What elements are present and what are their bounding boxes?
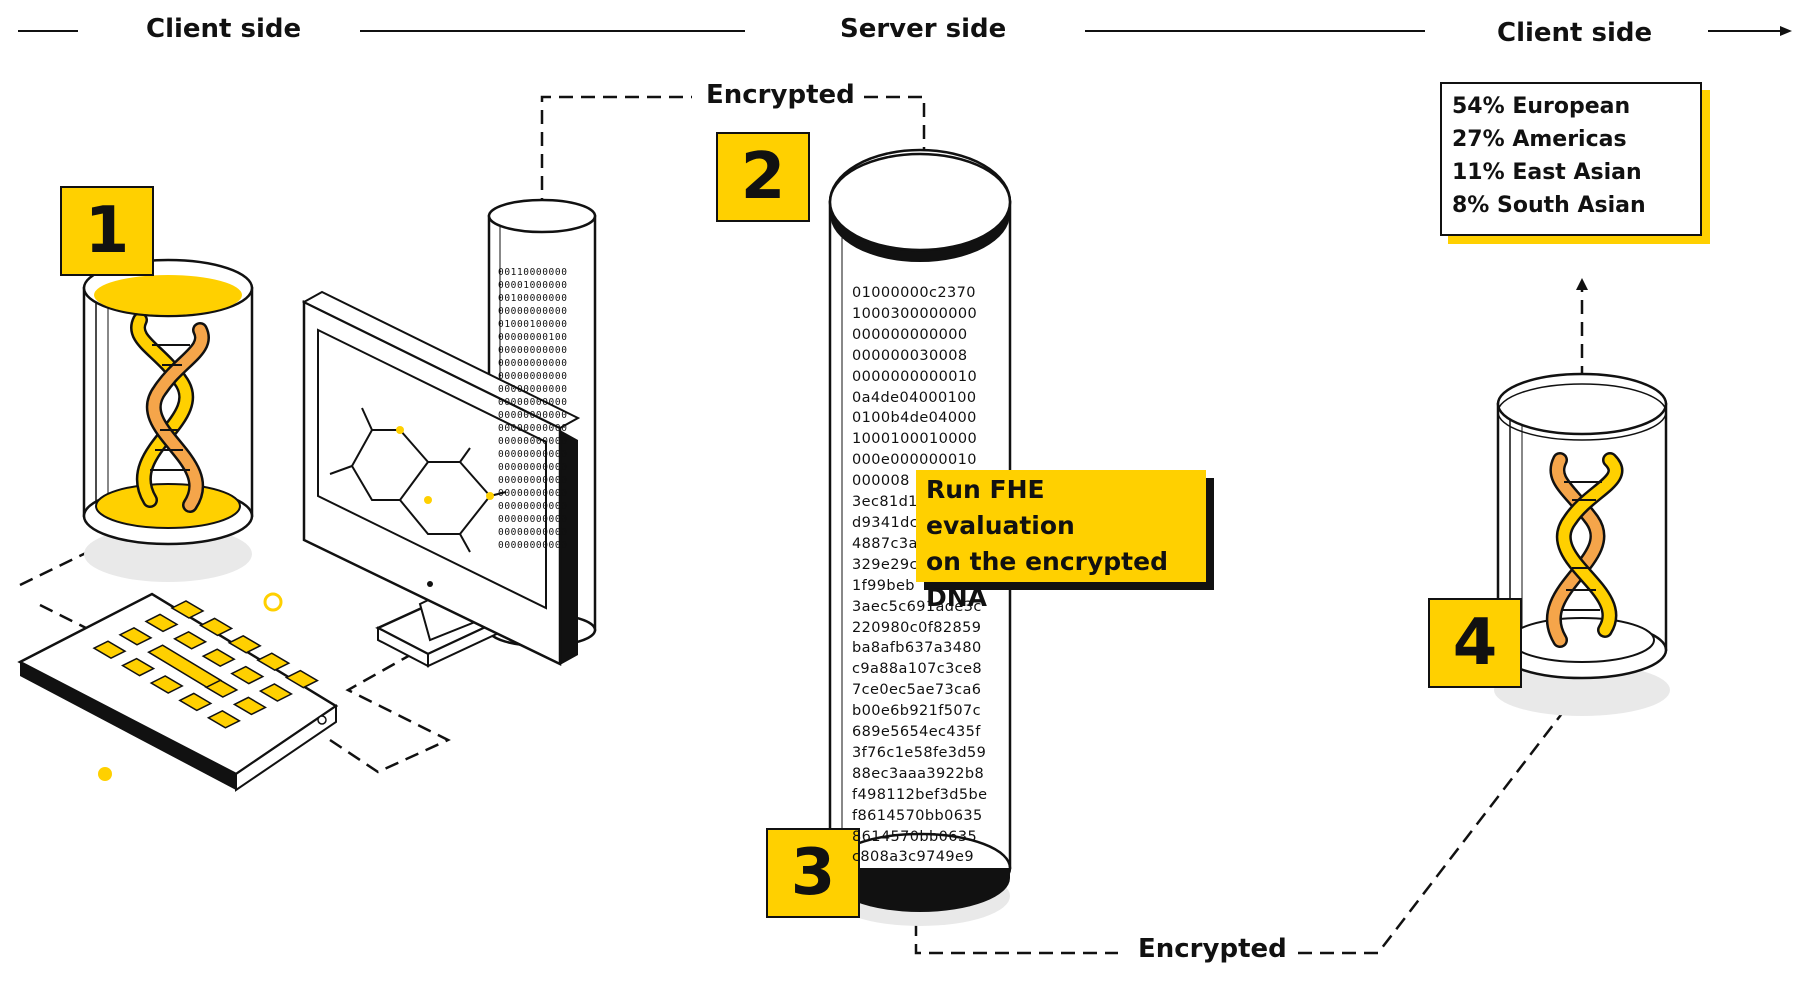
binary-line: 00000000000 — [498, 371, 568, 382]
keyboard — [17, 592, 339, 792]
hex-line: c808a3c9749e9 — [852, 849, 974, 866]
binary-line: 00000000000 — [498, 410, 568, 421]
keyboard-key — [144, 613, 179, 633]
keyboard-key — [201, 648, 236, 668]
binary-line: 00100000000 — [498, 293, 568, 304]
hex-line: 000000000000 — [852, 326, 968, 343]
hex-line: b00e6b921f507c — [852, 703, 982, 720]
hex-line: 3aec5c691ade3c — [852, 598, 982, 615]
header-client-left: Client side — [146, 14, 302, 44]
fhe-line-3: DNA — [926, 583, 988, 612]
binary-line: 00000000000 — [498, 384, 568, 395]
binary-line: 00000000000 — [498, 475, 568, 486]
binary-line: 00000000000 — [498, 462, 568, 473]
keyboard-spacebar — [147, 644, 223, 689]
dashed-connectors — [19, 95, 1584, 955]
hex-line: 1f99beb — [852, 577, 915, 594]
hex-line: d9341dc — [852, 514, 919, 531]
hex-line: 3ec81d1 — [852, 494, 918, 511]
decor-ring — [263, 592, 283, 612]
server-hex-text: 01000000c2370 1000300000000 000000000000 00… — [852, 283, 1002, 868]
client-binary-text: 00110000000 00001000000 00100000000 0000000… — [498, 266, 590, 552]
binary-line: 00001000000 — [498, 280, 568, 291]
hex-line: 3f76c1e58fe3d59 — [852, 744, 987, 761]
hex-line: c9a88a107c3ce8 — [852, 661, 983, 678]
header-client-right: Client side — [1497, 18, 1653, 48]
hex-line: 4887c3a — [852, 535, 918, 552]
result-east-asian: 11% East Asian — [1452, 160, 1642, 185]
binary-line: 00000000000 — [498, 501, 568, 512]
hex-line: 0100b4de04000 — [852, 410, 977, 427]
ancestry-results-box: 54% European 27% Americas 11% East Asian… — [1440, 82, 1702, 236]
keyboard-key — [92, 640, 127, 660]
binary-line: 01000100000 — [498, 319, 568, 330]
keyboard-key — [149, 675, 184, 694]
dna-capsule-left — [82, 258, 254, 582]
step-badge-3: 3 — [766, 828, 860, 918]
binary-line: 00000000000 — [498, 306, 568, 317]
hex-line: f498112bef3d5be — [852, 786, 988, 803]
hex-line: 689e5654ec435f — [852, 724, 981, 741]
keyboard-key — [230, 665, 265, 685]
fhe-evaluation-box: Run FHE evaluation on the encrypted DNA — [916, 470, 1206, 612]
binary-line: 00000000000 — [498, 397, 568, 408]
keyboard-key — [178, 692, 213, 712]
fhe-line-2: on the encrypted — [926, 547, 1168, 576]
binary-line: 00000000000 — [498, 358, 568, 369]
keyboard-key — [199, 617, 234, 637]
hex-line: 000000030008 — [852, 347, 968, 364]
hex-line: 000008 — [852, 473, 910, 490]
binary-line: 00000000000 — [498, 527, 568, 538]
result-european: 54% European — [1452, 94, 1631, 119]
binary-line: 00000000000 — [498, 514, 568, 525]
binary-line: 00000000000 — [498, 423, 568, 434]
step-badge-4: 4 — [1428, 598, 1522, 688]
hex-line: 1000300000000 — [852, 305, 978, 322]
hex-line: 88ec3aaa3922b8 — [852, 765, 985, 782]
keyboard-key — [256, 652, 291, 672]
server-column — [828, 148, 1012, 926]
keyboard-key — [258, 683, 293, 702]
keyboard-key — [173, 630, 208, 650]
hex-line: 000e000000010 — [852, 452, 977, 469]
binary-line: 00000000100 — [498, 332, 568, 343]
hex-line: 0a4de04000100 — [852, 389, 977, 406]
encrypted-label-top: Encrypted — [698, 80, 863, 110]
binary-line: 00110000000 — [498, 267, 568, 278]
hex-line: 329e29c — [852, 556, 918, 573]
decor-dot — [98, 767, 112, 781]
result-south-asian: 8% South Asian — [1452, 193, 1646, 218]
binary-line: 00000000000 — [498, 345, 568, 356]
hex-line: f8614570bb0635 — [852, 807, 983, 824]
result-americas: 27% Americas — [1452, 127, 1627, 152]
keyboard-key — [121, 657, 156, 677]
keyboard-key — [170, 600, 205, 619]
hex-line: 8614570bb0635 — [852, 828, 978, 845]
step-badge-2: 2 — [716, 132, 810, 222]
binary-line: 00000000000 — [498, 436, 568, 447]
keyboard-key — [227, 634, 262, 654]
hex-line: 220980c0f82859 — [852, 619, 982, 636]
fhe-line-1: Run FHE evaluation — [926, 475, 1075, 540]
keyboard-key — [206, 709, 241, 729]
binary-line: 00000000000 — [498, 488, 568, 499]
binary-line: 00000000000 — [498, 449, 568, 460]
keyboard-key — [284, 669, 319, 689]
hex-line: 1000100010000 — [852, 431, 978, 448]
hex-line: 0000000000010 — [852, 368, 978, 385]
up-arrow-icon — [1576, 278, 1588, 290]
binary-line: 00000000000 — [498, 540, 568, 551]
header-server: Server side — [840, 14, 1007, 44]
hex-line: 7ce0ec5ae73ca6 — [852, 682, 982, 699]
monitor — [301, 290, 581, 668]
step-badge-1: 1 — [60, 186, 154, 276]
keyboard-key — [118, 626, 153, 646]
dna-capsule-right — [1494, 372, 1670, 716]
hex-line: 01000000c2370 — [852, 285, 976, 301]
encrypted-label-bottom: Encrypted — [1130, 934, 1295, 964]
hex-line: ba8afb637a3480 — [852, 640, 982, 657]
keyboard-key — [232, 696, 267, 716]
header-arrow-icon — [1780, 26, 1792, 36]
